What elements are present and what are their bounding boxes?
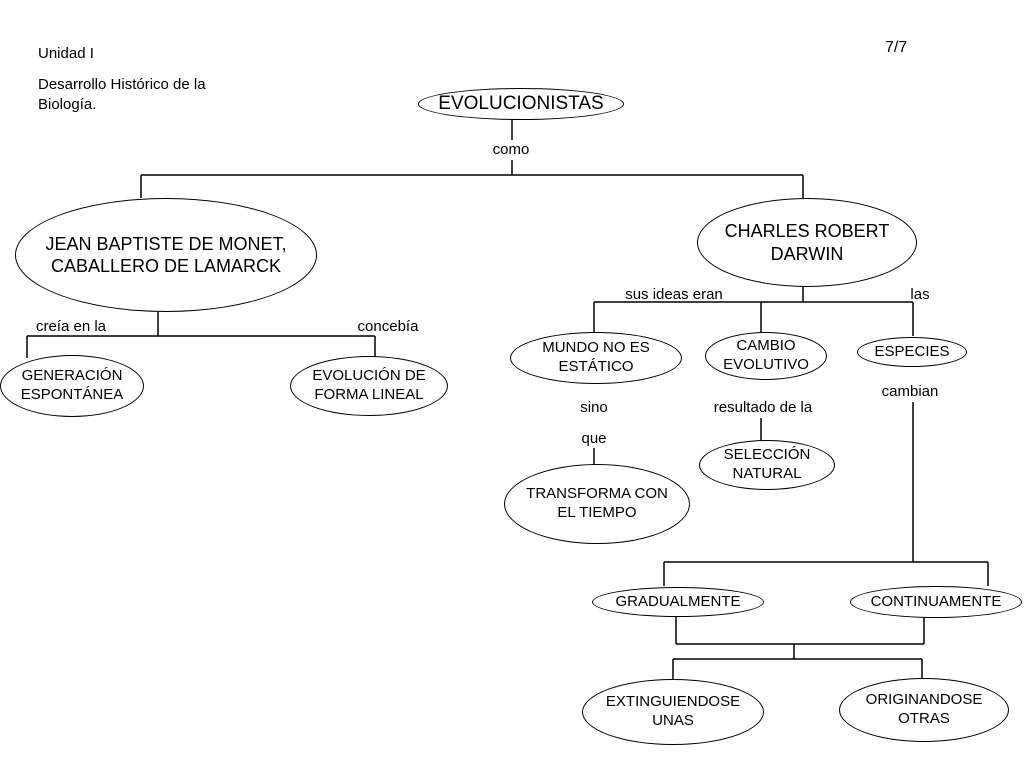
- link-label-las: las: [910, 286, 930, 303]
- link-label-sus-ideas: sus ideas eran: [625, 286, 723, 303]
- node-mundo-no-es-estatico: MUNDO NO ES ESTÁTICO: [510, 332, 682, 384]
- node-extinguiendose-unas: EXTINGUIENDOSE UNAS: [582, 679, 764, 745]
- node-continuamente: CONTINUAMENTE: [850, 586, 1022, 618]
- link-label-cambian: cambian: [881, 383, 939, 400]
- subtitle-line-1: Desarrollo Histórico de la: [38, 76, 206, 93]
- subtitle-line-2: Biología.: [38, 96, 97, 113]
- link-label-sino: sino: [580, 399, 608, 416]
- link-label-que: que: [581, 430, 607, 447]
- node-transforma-con-el-tiempo: TRANSFORMA CON EL TIEMPO: [504, 464, 690, 544]
- link-label-resultado: resultado de la: [713, 399, 813, 416]
- node-evolucion-forma-lineal: EVOLUCIÓN DE FORMA LINEAL: [290, 356, 448, 416]
- node-evolucionistas: EVOLUCIONISTAS: [418, 88, 624, 120]
- node-lamarck: JEAN BAPTISTE DE MONET, CABALLERO DE LAM…: [15, 198, 317, 312]
- node-cambio-evolutivo: CAMBIO EVOLUTIVO: [705, 332, 827, 380]
- page-number: 7/7: [885, 39, 908, 56]
- node-especies: ESPECIES: [857, 337, 967, 367]
- link-label-creia: creía en la: [35, 318, 107, 335]
- node-gradualmente: GRADUALMENTE: [592, 587, 764, 617]
- node-generacion-espontanea: GENERACIÓN ESPONTÁNEA: [0, 355, 144, 417]
- node-seleccion-natural: SELECCIÓN NATURAL: [699, 440, 835, 490]
- link-label-concebia: concebía: [357, 318, 419, 335]
- node-darwin: CHARLES ROBERT DARWIN: [697, 198, 917, 287]
- link-label-como: como: [492, 141, 530, 158]
- node-originandose-otras: ORIGINANDOSE OTRAS: [839, 678, 1009, 742]
- unit-title: Unidad I: [38, 45, 94, 62]
